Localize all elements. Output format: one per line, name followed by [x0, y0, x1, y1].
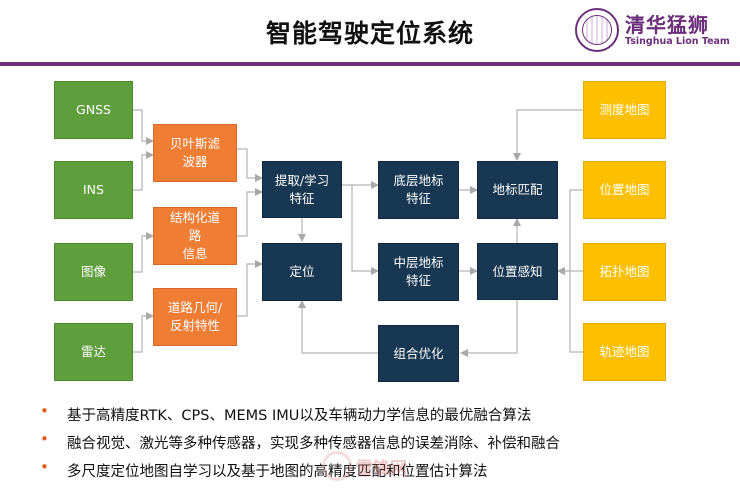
- bullet-list: • 基于高精度RTK、CPS、MEMS IMU以及车辆动力学信息的最优融合算法 •…: [40, 402, 730, 488]
- localization: 定位: [262, 243, 342, 301]
- watermark-logo-icon: [322, 451, 352, 481]
- fusion-optimization: 组合优化: [378, 325, 459, 382]
- topology-map: 拓扑地图: [583, 243, 666, 301]
- trajectory-map: 轨迹地图: [583, 323, 666, 381]
- sensor-image: 图像: [54, 243, 133, 301]
- bullet-text: 融合视觉、激光等多种传感器，实现多种传感器信息的误差消除、补偿和融合: [67, 436, 560, 452]
- bottom-landmark-features: 底层地标 特征: [378, 161, 459, 219]
- logo-subtitle: Tsinghua Lion Team: [625, 36, 730, 47]
- bayes-filter: 贝叶斯滤 波器: [153, 124, 237, 182]
- mid-landmark-features: 中层地标 特征: [378, 243, 459, 301]
- logo-text: 清华猛狮: [625, 13, 709, 37]
- bullet-item: • 基于高精度RTK、CPS、MEMS IMU以及车辆动力学信息的最优融合算法: [40, 402, 730, 432]
- structured-road-info: 结构化道 路 信息: [153, 207, 237, 265]
- bullet-item: • 融合视觉、激光等多种传感器，实现多种传感器信息的误差消除、补偿和融合: [40, 430, 730, 460]
- team-logo: 清华猛狮 Tsinghua Lion Team: [575, 8, 735, 58]
- landmark-matching: 地标匹配: [477, 161, 558, 219]
- watermark-text: 雷锋网: [356, 458, 407, 479]
- bullet-item: • 多尺度定位地图自学习以及基于地图的高精度匹配和位置估计算法: [40, 458, 730, 488]
- road-geometry-reflectance: 道路几何/ 反射特性: [153, 288, 237, 346]
- header-divider: [0, 62, 740, 66]
- university-seal-icon: [575, 8, 619, 52]
- bullet-dot-icon: •: [40, 402, 49, 420]
- bullet-dot-icon: •: [40, 458, 49, 476]
- watermark: 雷锋网: [322, 451, 407, 481]
- sensor-radar: 雷达: [54, 323, 133, 381]
- connector-arrows: [133, 109, 583, 357]
- bullet-dot-icon: •: [40, 430, 49, 448]
- sensor-gnss: GNSS: [54, 81, 133, 139]
- page-title: 智能驾驶定位系统: [265, 19, 474, 48]
- feature-extraction: 提取/学习 特征: [262, 161, 342, 218]
- location-map: 位置地图: [583, 161, 666, 219]
- metric-map: 测度地图: [583, 81, 666, 139]
- bullet-text: 多尺度定位地图自学习以及基于地图的高精度匹配和位置估计算法: [67, 464, 488, 480]
- bullet-text: 基于高精度RTK、CPS、MEMS IMU以及车辆动力学信息的最优融合算法: [67, 408, 532, 424]
- sensor-ins: INS: [54, 161, 133, 219]
- position-perception: 位置感知: [477, 243, 558, 300]
